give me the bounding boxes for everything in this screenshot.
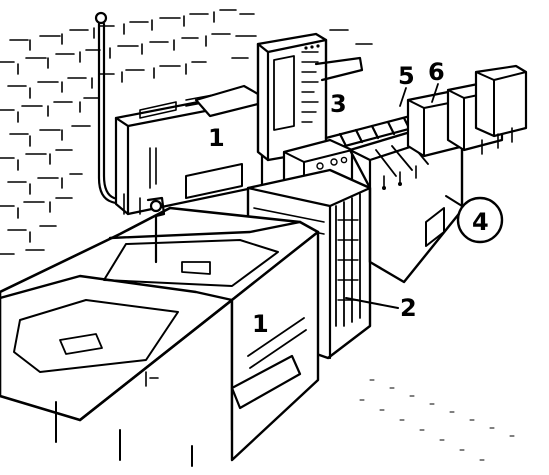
label-2: 2: [400, 294, 417, 322]
label-5: 5: [398, 62, 415, 90]
label-1-front: 1: [252, 310, 269, 338]
brick-wall: [0, 9, 373, 255]
faucet: [146, 196, 166, 264]
floor-texture: [359, 379, 515, 461]
callout-4: [445, 195, 504, 244]
tanks-far-right: [406, 64, 528, 158]
label-4: 4: [472, 208, 489, 236]
tank-front: [0, 206, 320, 467]
label-2-leader: [345, 297, 399, 309]
label-5-6-leaders: [399, 83, 439, 107]
control-cabinet: [256, 32, 328, 162]
label-6: 6: [428, 58, 445, 86]
label-1-back: 1: [208, 124, 225, 152]
label-3: 3: [330, 90, 347, 118]
supply-hose: [94, 11, 130, 208]
